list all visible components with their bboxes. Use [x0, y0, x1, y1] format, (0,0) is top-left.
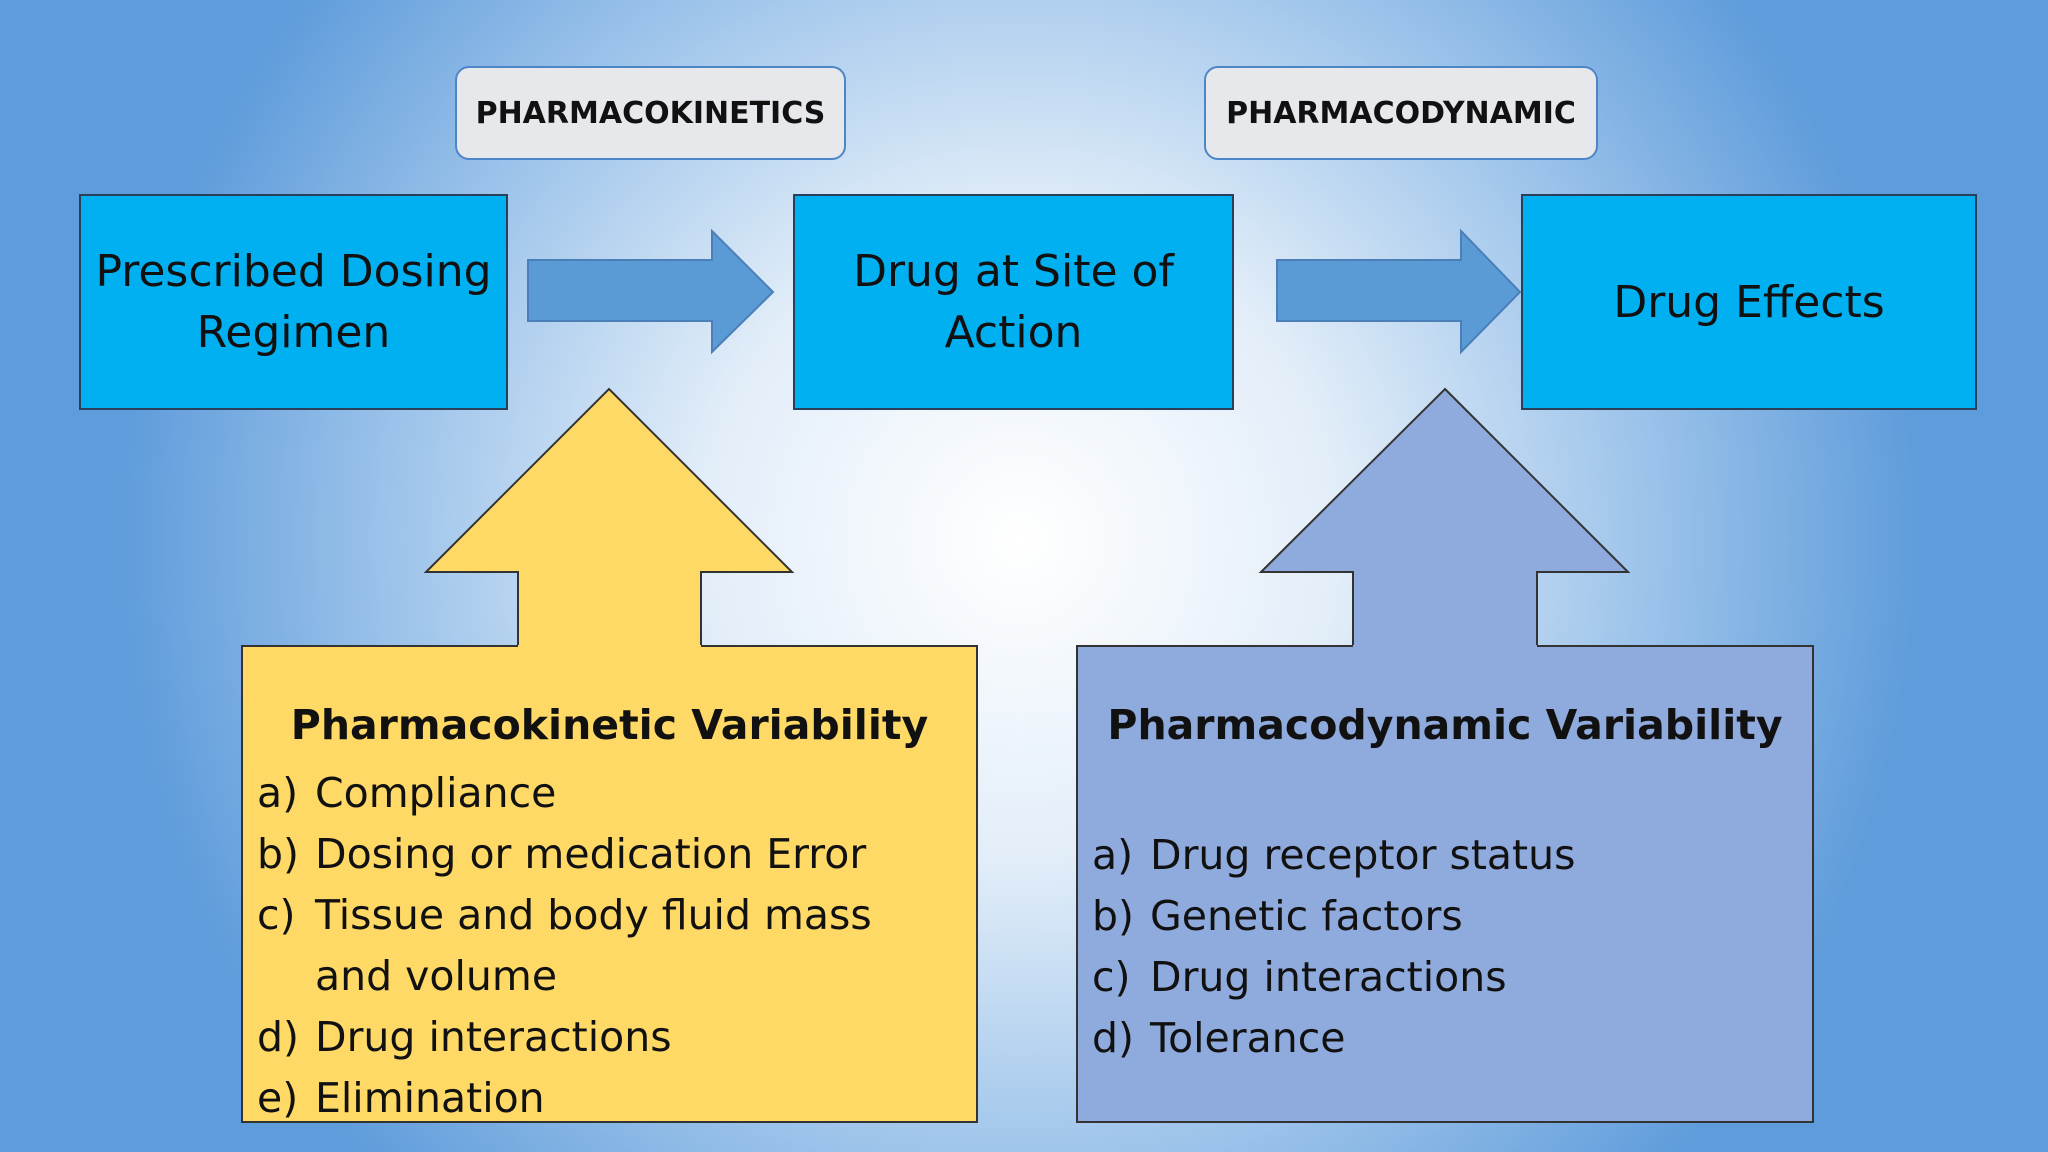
list-item: a)Drug receptor status: [1092, 831, 1576, 879]
pd-variability-panel: Pharmacodynamic Variability a)Drug recep…: [1076, 645, 1814, 1123]
right-arrow-pd: [1276, 228, 1522, 355]
drug-effects-line-1: Drug Effects: [1613, 276, 1885, 328]
drug-at-site-line-1: Drug at Site of: [853, 246, 1174, 297]
list-item: b)Genetic factors: [1092, 892, 1463, 940]
pharmacodynamic-label: PHARMACODYNAMIC: [1204, 66, 1598, 160]
drug-effects-box: Drug Effects: [1521, 194, 1977, 410]
pk-variability-title: Pharmacokinetic Variability: [290, 701, 929, 749]
pk-variability-panel: Pharmacokinetic Variability a)Compliance…: [241, 645, 978, 1123]
pharmacokinetics-label: PHARMACOKINETICS: [455, 66, 846, 160]
list-item: b)Dosing or medication Error: [257, 830, 867, 878]
pk-variability-list: a)Compliance b)Dosing or medication Erro…: [257, 763, 967, 1129]
list-item: a)Compliance: [257, 769, 557, 817]
pd-stem-join: [1354, 640, 1536, 652]
prescribed-dosing-line-2: Regimen: [196, 307, 391, 358]
list-item: c)Tissue and body fluid mass and volume: [257, 891, 872, 1000]
list-item: d)Drug interactions: [257, 1013, 672, 1061]
list-item: d)Tolerance: [1092, 1014, 1346, 1062]
list-item: c)Drug interactions: [1092, 953, 1507, 1001]
prescribed-dosing-box: Prescribed Dosing Regimen: [79, 194, 508, 410]
list-item: e)Elimination: [257, 1074, 545, 1122]
pk-stem-join: [519, 640, 700, 652]
pd-variability-list: a)Drug receptor status b)Genetic factors…: [1092, 825, 1802, 1069]
right-arrow-pk: [527, 228, 775, 355]
pd-variability-title: Pharmacodynamic Variability: [1107, 701, 1783, 749]
drug-at-site-box: Drug at Site of Action: [793, 194, 1234, 410]
prescribed-dosing-line-1: Prescribed Dosing: [95, 246, 492, 297]
drug-at-site-line-2: Action: [944, 307, 1083, 358]
